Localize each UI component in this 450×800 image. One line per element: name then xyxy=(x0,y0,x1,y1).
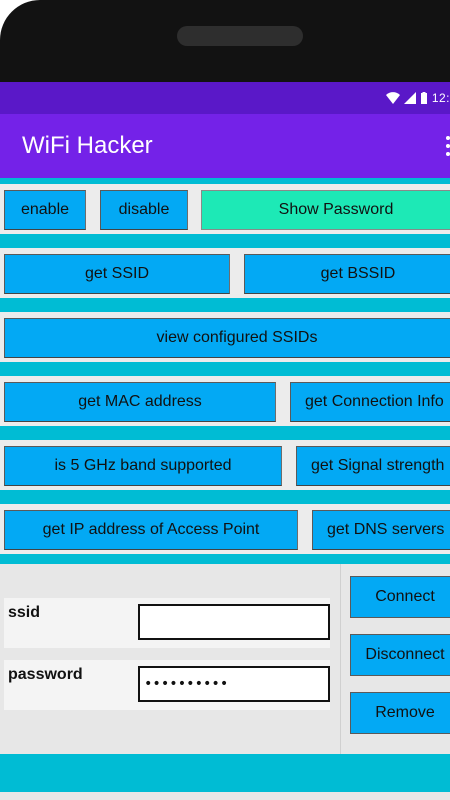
credentials-section: ssid password xyxy=(0,564,341,754)
button-row-1: enable disable Show Password xyxy=(0,184,450,234)
button-row-5: is 5 GHz band supported get Signal stren… xyxy=(0,440,450,490)
disable-button[interactable]: disable xyxy=(100,190,188,230)
connection-form-panel: ssid password Connect Disconnect Remove xyxy=(0,564,450,754)
button-row-6: get IP address of Access Point get DNS s… xyxy=(0,504,450,554)
speaker-grille xyxy=(177,26,303,46)
get-ip-address-ap-button[interactable]: get IP address of Access Point xyxy=(4,510,298,550)
password-input[interactable] xyxy=(138,666,330,702)
disconnect-button[interactable]: Disconnect xyxy=(350,634,450,676)
wifi-icon xyxy=(385,92,400,104)
enable-button[interactable]: enable xyxy=(4,190,86,230)
get-mac-address-button[interactable]: get MAC address xyxy=(4,382,276,422)
button-row-2: get SSID get BSSID xyxy=(0,248,450,298)
ssid-row: ssid xyxy=(4,598,330,648)
ssid-input[interactable] xyxy=(138,604,330,640)
screen: 12: WiFi Hacker enable disable Show Pass… xyxy=(0,82,450,800)
connect-button[interactable]: Connect xyxy=(350,576,450,618)
status-bar: 12: xyxy=(0,82,450,114)
view-configured-ssids-button[interactable]: view configured SSIDs xyxy=(4,318,450,358)
overflow-menu-icon[interactable] xyxy=(444,136,450,158)
is-5ghz-supported-button[interactable]: is 5 GHz band supported xyxy=(4,446,282,486)
ssid-label: ssid xyxy=(8,604,41,621)
get-bssid-button[interactable]: get BSSID xyxy=(244,254,450,294)
get-ssid-button[interactable]: get SSID xyxy=(4,254,230,294)
get-dns-servers-button[interactable]: get DNS servers xyxy=(312,510,450,550)
button-row-4: get MAC address get Connection Info xyxy=(0,376,450,426)
password-label: password xyxy=(8,666,83,683)
main-content: enable disable Show Password get SSID ge… xyxy=(0,178,450,800)
remove-button[interactable]: Remove xyxy=(350,692,450,734)
clock: 12: xyxy=(431,91,450,105)
app-bar: WiFi Hacker xyxy=(0,114,450,178)
app-title: WiFi Hacker xyxy=(22,132,153,159)
status-icons: 12: xyxy=(385,91,450,105)
password-row: password xyxy=(4,660,330,710)
get-connection-info-button[interactable]: get Connection Info xyxy=(290,382,450,422)
get-signal-strength-button[interactable]: get Signal strength xyxy=(296,446,450,486)
bottom-strip xyxy=(0,792,450,800)
show-password-button[interactable]: Show Password xyxy=(201,190,450,230)
button-row-3: view configured SSIDs xyxy=(0,312,450,362)
signal-icon xyxy=(403,92,416,104)
battery-icon xyxy=(420,92,427,104)
